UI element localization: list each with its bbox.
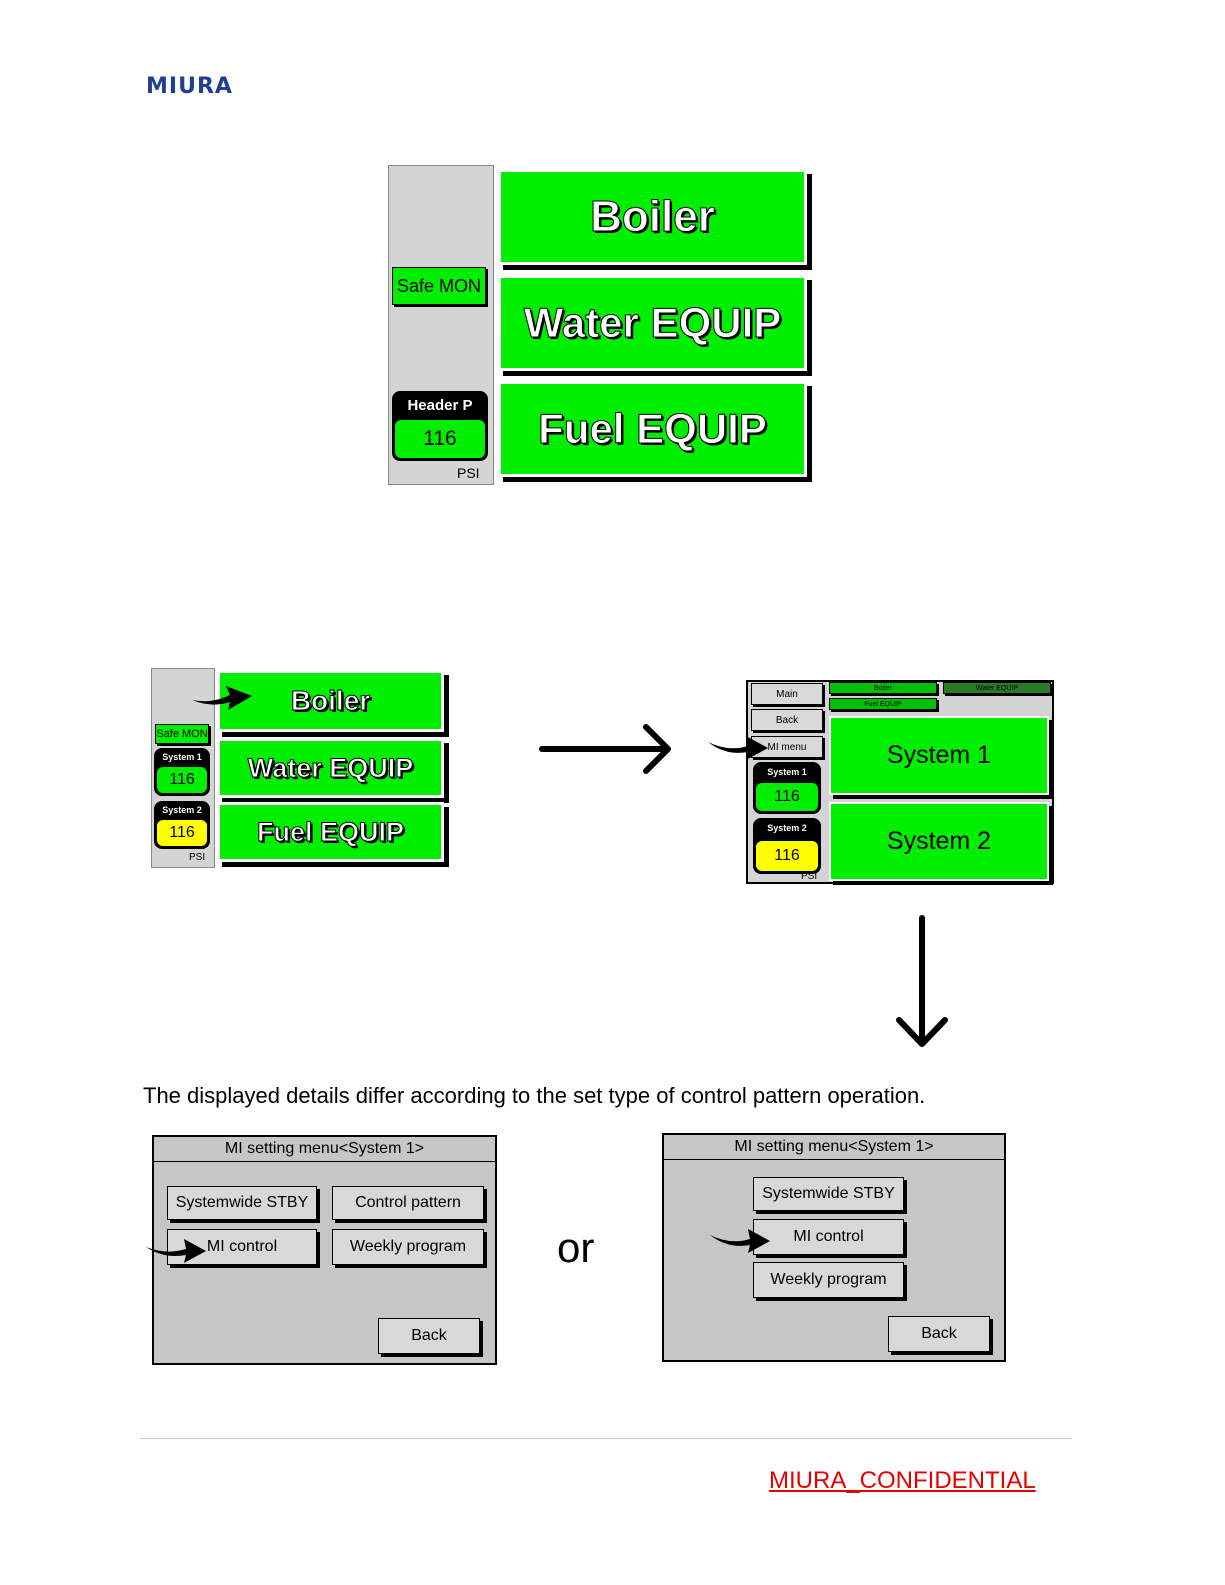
tab-boiler[interactable]: Boiler	[829, 682, 937, 694]
fuel-equip-button[interactable]: Fuel EQUIP	[498, 381, 807, 477]
system1-badge-small: System 1 116	[154, 748, 210, 796]
pointer-arrow-icon	[146, 1239, 206, 1263]
systemwide-stby-button-a[interactable]: Systemwide STBY	[167, 1186, 317, 1220]
system1-value-small: 116	[157, 767, 207, 793]
note-text: The displayed details differ according t…	[143, 1083, 926, 1108]
system2-button[interactable]: System 2	[829, 802, 1049, 881]
water-equip-button[interactable]: Water EQUIP	[498, 275, 807, 371]
header-pressure-badge: Header P 116	[392, 391, 488, 461]
boiler-button[interactable]: Boiler	[498, 169, 807, 265]
or-text: or	[557, 1224, 595, 1271]
weekly-program-button-b[interactable]: Weekly program	[753, 1262, 904, 1298]
system1-value: 116	[756, 783, 818, 811]
tab-water-equip[interactable]: Water EQUIP	[943, 682, 1051, 694]
pointer-arrow-icon	[192, 686, 252, 710]
menu-a-title: MI setting menu<System 1>	[154, 1137, 495, 1162]
control-pattern-button-a[interactable]: Control pattern	[332, 1186, 484, 1220]
back-button-b[interactable]: Back	[888, 1316, 990, 1352]
tab-fuel-equip[interactable]: Fuel EQUIP	[829, 698, 937, 710]
weekly-program-button-a[interactable]: Weekly program	[332, 1229, 484, 1265]
miura-logo: MIURA	[146, 74, 233, 99]
system1-label: System 1	[767, 767, 807, 777]
system2-badge-small: System 2 116	[154, 801, 210, 849]
system2-value: 116	[756, 841, 818, 871]
system1-label-small: System 1	[162, 752, 202, 762]
main-button[interactable]: Main	[751, 683, 823, 705]
confidential-label: MIURA_CONFIDENTIAL	[769, 1467, 1036, 1494]
systemwide-stby-button-b[interactable]: Systemwide STBY	[753, 1177, 904, 1211]
water-equip-button-small[interactable]: Water EQUIP	[217, 738, 444, 798]
header-pressure-label: Header P	[407, 397, 473, 414]
menu-b-title: MI setting menu<System 1>	[664, 1135, 1004, 1160]
down-arrow-icon	[896, 915, 948, 1047]
unit-label: PSI	[457, 465, 480, 481]
pointer-arrow-icon	[708, 736, 768, 760]
safe-mon-button-small[interactable]: Safe MON	[155, 724, 209, 744]
unit-label-small: PSI	[189, 852, 206, 863]
system1-badge: System 1 116	[753, 762, 821, 814]
back-button-system[interactable]: Back	[751, 709, 823, 731]
system2-label-small: System 2	[162, 805, 202, 815]
pointer-arrow-icon	[710, 1229, 770, 1253]
system2-value-small: 116	[157, 820, 207, 846]
back-button-a[interactable]: Back	[378, 1318, 480, 1354]
unit-label-system: PSI	[801, 871, 818, 882]
safe-mon-button[interactable]: Safe MON	[392, 267, 486, 305]
boiler-button-small[interactable]: Boiler	[217, 670, 444, 732]
system2-badge: System 2 116	[753, 818, 821, 874]
footer-divider	[140, 1438, 1072, 1439]
fuel-equip-button-small[interactable]: Fuel EQUIP	[217, 802, 444, 862]
right-arrow-icon	[539, 724, 671, 774]
header-pressure-value: 116	[395, 420, 485, 458]
system2-label: System 2	[767, 823, 807, 833]
system1-button[interactable]: System 1	[829, 716, 1049, 795]
mi-control-button-b[interactable]: MI control	[753, 1219, 904, 1255]
